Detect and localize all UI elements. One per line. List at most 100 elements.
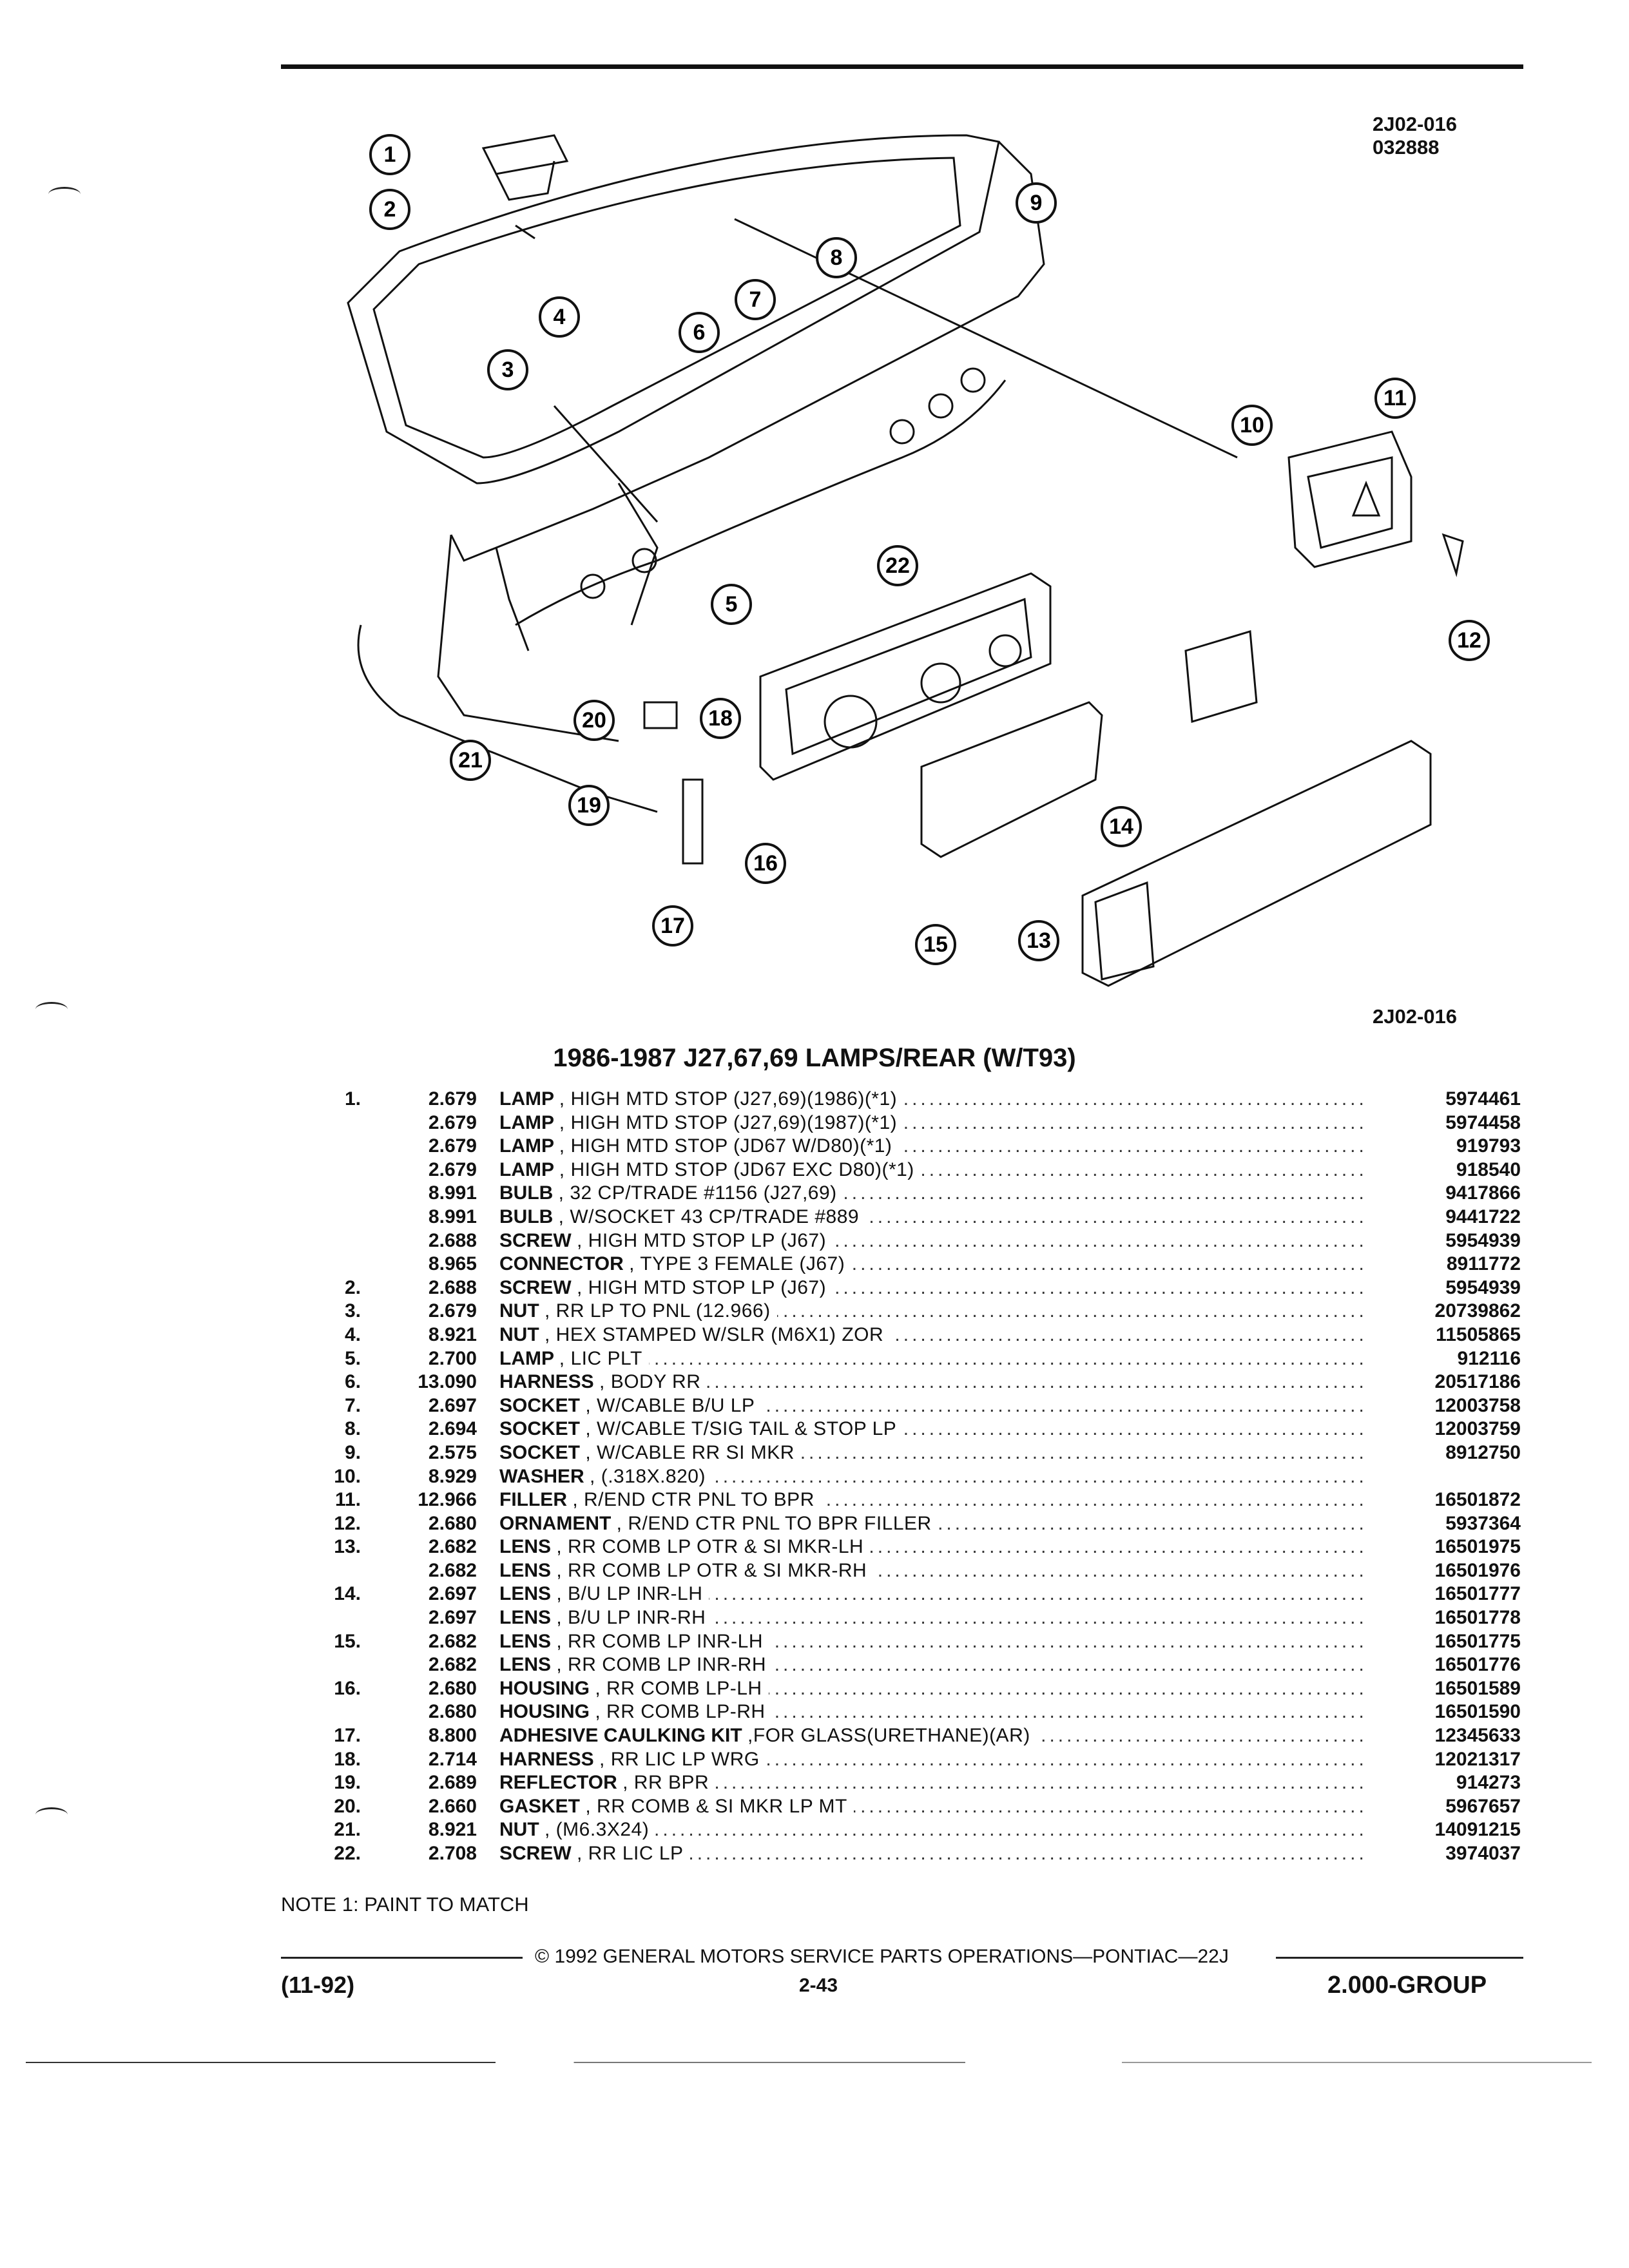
part-description: LENS , RR COMB LP INR-RH <box>499 1653 1273 1677</box>
part-description: LENS , B/U LP INR-RH <box>499 1606 1273 1630</box>
scan-mark <box>35 1002 68 1017</box>
part-name: HOUSING <box>499 1677 590 1699</box>
part-number: 3974037 <box>1366 1842 1521 1866</box>
item-number: 18. <box>334 1748 361 1770</box>
part-number: 16501872 <box>1366 1488 1521 1512</box>
figure-code-bottom: 2J02-016 <box>1373 1005 1458 1028</box>
group-number: 2.679 <box>428 1111 477 1133</box>
part-detail: , RR LIC LP <box>577 1843 684 1864</box>
parts-row: ........................................… <box>271 1559 1521 1583</box>
callout-5: 5 <box>726 592 738 617</box>
callout-3: 3 <box>502 358 514 382</box>
part-name: LENS <box>499 1630 552 1652</box>
part-detail: , HEX STAMPED W/SLR (M6X1) ZOR <box>545 1323 884 1345</box>
part-name: FILLER <box>499 1489 567 1511</box>
part-name: HARNESS <box>499 1748 594 1770</box>
part-detail: , RR LIC LP WRG <box>599 1748 760 1770</box>
part-description: HARNESS , BODY RR <box>499 1370 1273 1394</box>
part-description: BULB , 32 CP/TRADE #1156 (J27,69) <box>499 1182 1273 1206</box>
group-number: 8.929 <box>428 1465 477 1487</box>
part-number: 918540 <box>1366 1158 1521 1182</box>
callout-4: 4 <box>554 305 566 329</box>
part-detail: , RR COMB LP-LH <box>595 1677 762 1699</box>
part-name: LENS <box>499 1559 552 1581</box>
part-name: SCREW <box>499 1276 572 1298</box>
part-description: WASHER , (.318X.820) <box>499 1465 1273 1489</box>
part-description: HOUSING , RR COMB LP-LH <box>499 1677 1273 1701</box>
part-number: 16501589 <box>1366 1677 1521 1701</box>
callout-12: 12 <box>1457 628 1481 653</box>
item-number: 15. <box>334 1630 361 1652</box>
section-title: 1986-1987 J27,67,69 LAMPS/REAR (W/T93) <box>553 1044 1076 1072</box>
part-name: WASHER <box>499 1465 584 1487</box>
scan-mark <box>48 187 81 202</box>
part-name: LAMP <box>499 1158 554 1180</box>
callout-13: 13 <box>1027 928 1051 953</box>
part-detail: , RR LP TO PNL (12.966) <box>545 1300 771 1322</box>
part-name: GASKET <box>499 1795 581 1817</box>
part-description: BULB , W/SOCKET 43 CP/TRADE #889 <box>499 1206 1273 1229</box>
parts-row: ........................................… <box>271 1842 1521 1866</box>
part-detail: , HIGH MTD STOP LP (J67) <box>577 1229 827 1251</box>
item-number: 8. <box>344 1418 361 1440</box>
part-description: LENS , RR COMB LP OTR & SI MKR-LH <box>499 1535 1273 1559</box>
footer-rule-right <box>1276 1957 1523 1959</box>
part-number: 919793 <box>1366 1135 1521 1158</box>
group-number: 2.679 <box>428 1135 477 1157</box>
parts-row: ........................................… <box>271 1229 1521 1253</box>
item-number: 1. <box>344 1088 361 1110</box>
group-number: 8.800 <box>428 1725 477 1747</box>
item-number: 22. <box>334 1843 361 1864</box>
part-detail: , HIGH MTD STOP (J27,69)(1987)(*1) <box>559 1111 898 1133</box>
parts-row: ........................................… <box>271 1653 1521 1677</box>
part-detail: , HIGH MTD STOP (JD67 W/D80)(*1) <box>559 1135 892 1157</box>
scan-edge-line <box>26 2062 1592 2063</box>
group-number: 2.680 <box>428 1701 477 1723</box>
item-number: 5. <box>344 1347 361 1369</box>
callout-1: 1 <box>384 142 396 167</box>
part-number: 9417866 <box>1366 1182 1521 1206</box>
parts-row: ........................................… <box>271 1724 1521 1748</box>
part-name: BULB <box>499 1182 554 1204</box>
part-description: GASKET , RR COMB & SI MKR LP MT <box>499 1795 1273 1819</box>
part-number: 5937364 <box>1366 1512 1521 1536</box>
part-description: REFLECTOR , RR BPR <box>499 1771 1273 1795</box>
part-name: CONNECTOR <box>499 1253 624 1275</box>
group-number: 13.090 <box>418 1371 477 1393</box>
part-name: NUT <box>499 1323 539 1345</box>
group-number: 2.680 <box>428 1512 477 1534</box>
part-name: LAMP <box>499 1347 554 1369</box>
group-number: 8.991 <box>428 1206 477 1227</box>
group-number: 2.679 <box>428 1158 477 1180</box>
part-description: LAMP , HIGH MTD STOP (JD67 EXC D80)(*1) <box>499 1158 1273 1182</box>
part-detail: , RR COMB LP OTR & SI MKR-RH <box>556 1559 867 1581</box>
part-number: 12003758 <box>1366 1394 1521 1418</box>
group-number: 8.921 <box>428 1323 477 1345</box>
part-name: LENS <box>499 1583 552 1605</box>
parts-row: ........................................… <box>271 1394 1521 1418</box>
part-number: 8912750 <box>1366 1441 1521 1465</box>
part-detail: , R/END CTR PNL TO BPR FILLER <box>616 1512 932 1534</box>
figure-date-text: 032888 <box>1373 136 1440 159</box>
item-number: 17. <box>334 1725 361 1747</box>
parts-row: ........................................… <box>271 1747 1521 1772</box>
page-number: 2-43 <box>799 1975 838 1996</box>
group-number: 2.714 <box>428 1748 477 1770</box>
part-description: FILLER , R/END CTR PNL TO BPR <box>499 1488 1273 1512</box>
part-description: NUT , (M6.3X24) <box>499 1818 1273 1842</box>
note-text: NOTE 1: PAINT TO MATCH <box>281 1893 529 1916</box>
part-name: SOCKET <box>499 1418 581 1440</box>
group-number: 2.679 <box>428 1088 477 1110</box>
part-detail: ,FOR GLASS(URETHANE)(AR) <box>747 1725 1030 1747</box>
item-number: 10. <box>334 1465 361 1487</box>
figure-code-text: 2J02-016 <box>1373 113 1458 135</box>
callout-6: 6 <box>693 320 706 345</box>
item-number: 3. <box>344 1300 361 1322</box>
parts-row: ........................................… <box>271 1794 1521 1819</box>
part-number: 20517186 <box>1366 1370 1521 1394</box>
callout-22: 22 <box>885 553 910 578</box>
callout-11: 11 <box>1383 386 1407 410</box>
part-number: 14091215 <box>1366 1818 1521 1842</box>
header-rule <box>281 64 1523 69</box>
part-number: 16501775 <box>1366 1629 1521 1654</box>
